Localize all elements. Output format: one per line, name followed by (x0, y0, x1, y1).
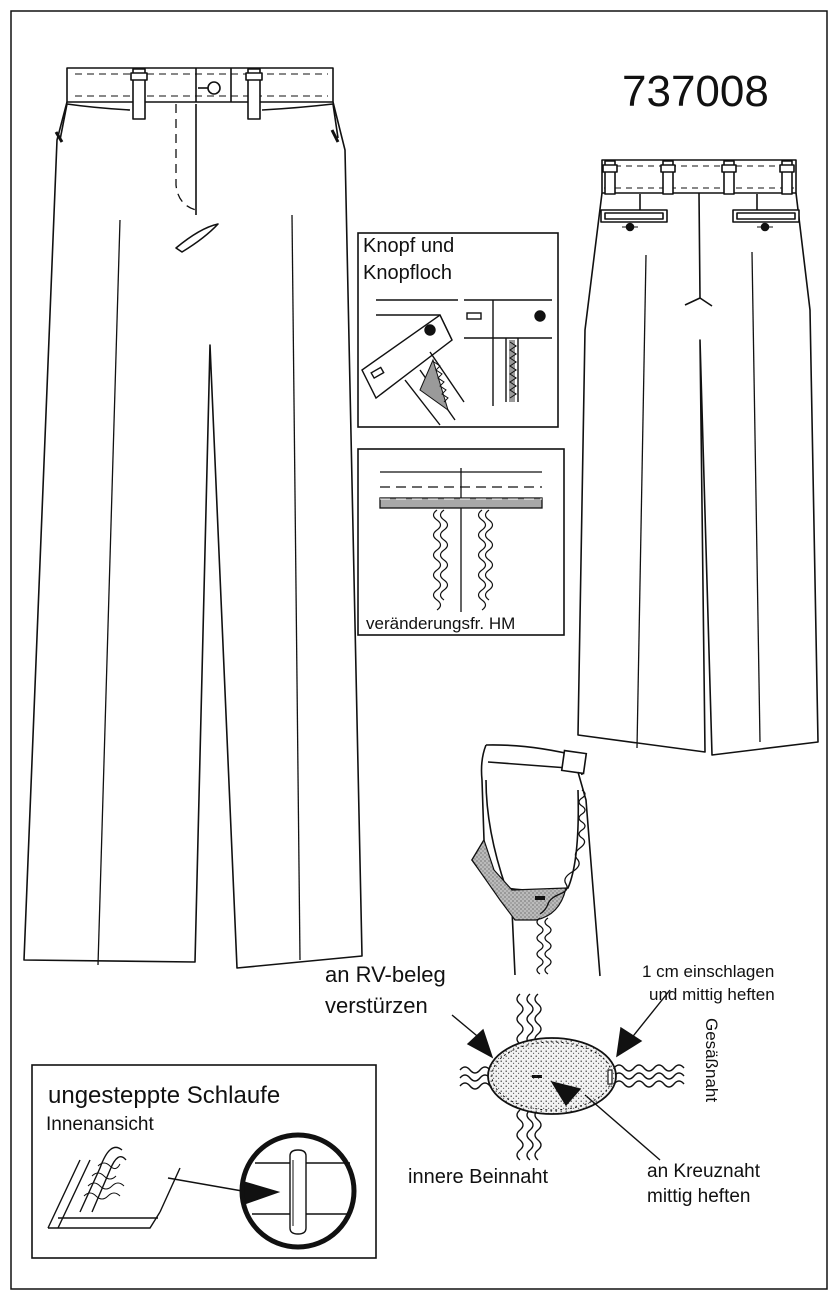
page-frame (10, 10, 828, 1290)
loop-detail-subtitle: Innenansicht (46, 1114, 154, 1135)
label-einschlagen-2: und mittig heften (649, 985, 775, 1004)
front-view-trousers (23, 67, 363, 969)
label-innere-beinnaht: innere Beinnaht (408, 1166, 549, 1188)
back-view-trousers (577, 159, 819, 756)
label-einschlagen-1: 1 cm einschlagen (642, 962, 774, 981)
model-number: 737008 (622, 67, 769, 116)
arrow-einschlagen-icon (616, 1026, 643, 1058)
button-detail-title-2: Knopfloch (363, 262, 452, 284)
label-kreuznaht-2: mittig heften (647, 1186, 751, 1207)
button-detail-title-1: Knopf und (363, 235, 454, 257)
arrow-kreuznaht-icon (550, 1080, 582, 1107)
arrow-rv-beleg-icon (466, 1028, 494, 1059)
label-kreuznaht-1: an Kreuznaht (647, 1161, 761, 1182)
cross-seam-detail (459, 993, 685, 1161)
label-rv-beleg-1: an RV-beleg (325, 962, 446, 987)
hem-detail-caption: veränderungsfr. HM (366, 614, 515, 633)
belt-loop-detail (31, 1064, 377, 1259)
crotch-facing-detail (471, 744, 601, 977)
button-buttonhole-detail (357, 232, 559, 428)
hem-detail (357, 448, 565, 636)
loop-detail-title: ungesteppte Schlaufe (48, 1082, 280, 1109)
label-rv-beleg-2: verstürzen (325, 993, 428, 1018)
leader-arrows (451, 989, 671, 1161)
label-gesaessnaht: Gesäßnaht (702, 1018, 721, 1102)
